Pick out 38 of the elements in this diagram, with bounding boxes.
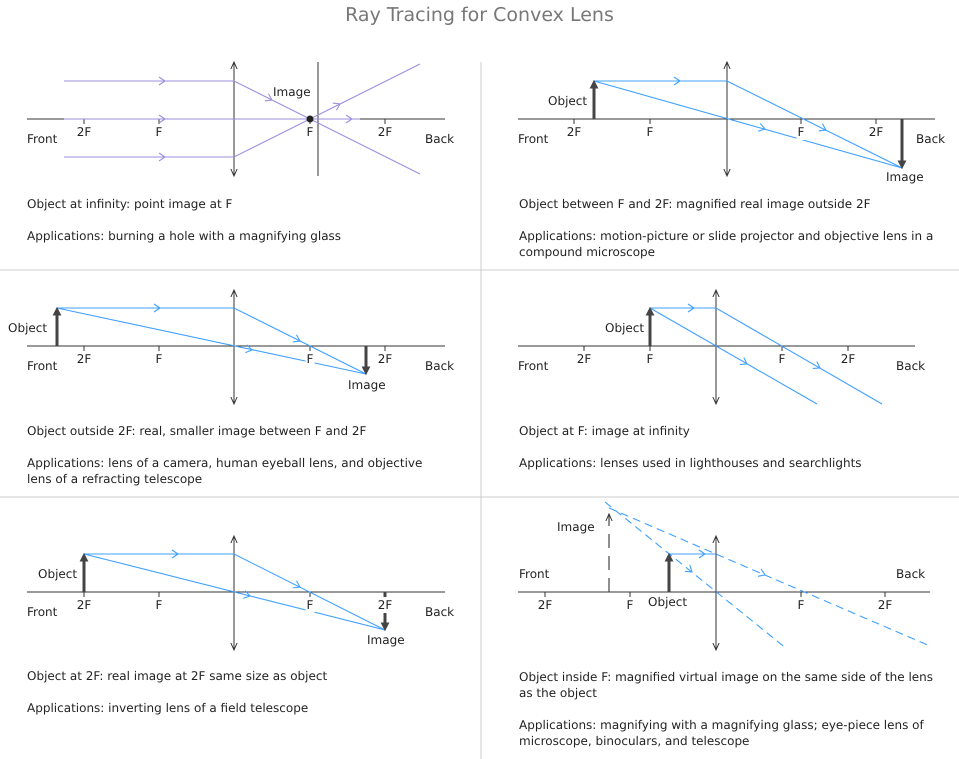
focal-point-label: F [796,124,806,140]
object-label: Object [548,93,588,109]
side-label: Front [27,358,58,374]
object-label: Object [38,566,78,582]
image-label: Image [367,632,405,648]
side-label: Front [518,358,548,374]
caption: Object outside 2F: real, smaller image between F and 2F [27,423,366,439]
caption: Object between F and 2F: magnified real image outside 2F [519,196,870,212]
object-label: Object [605,320,644,336]
caption: Applications: motion-picture or slide projector and objective lens in a compound microscope [519,228,934,260]
side-label: Front [519,566,550,582]
side-label: Front [518,131,548,147]
object-label: Object [8,320,48,336]
caption: Object inside F: magnified virtual image on the same side of the lens as the object [519,669,934,701]
title: Ray Tracing for Convex Lens [344,4,615,26]
image-label: Image [273,84,311,100]
object-label: Object [648,594,688,610]
caption: Applications: lens of a camera, human eyeball lens, and objective lens of a refracting telescope [27,455,424,487]
caption: Applications: magnifying with a magnifying glass; eye-piece lens of microscope, binoculars, and telescope [519,717,925,749]
image-label: Image [348,377,386,393]
side-label: Front [27,131,58,147]
side-label: Back [425,131,454,147]
side-label: Back [425,358,454,374]
caption: Object at 2F: real image at 2F same size as object [27,668,328,684]
side-label: Back [896,358,926,374]
caption: Applications: lenses used in lighthouses and searchlights [519,455,863,471]
caption: Object at infinity: point image at F [27,196,232,212]
side-label: Back [896,566,926,582]
caption: Applications: inverting lens of a field telescope [27,700,310,716]
caption: Object at F: image at infinity [519,423,690,439]
image-label: Image [557,519,595,535]
side-label: Back [916,131,946,147]
image-label: Image [886,169,924,185]
side-label: Front [27,604,58,620]
focal-point-label: 2F [376,597,394,613]
side-label: Back [425,604,454,620]
focal-point-label: F [306,597,314,613]
caption: Applications: burning a hole with a magnifying glass [27,228,342,244]
